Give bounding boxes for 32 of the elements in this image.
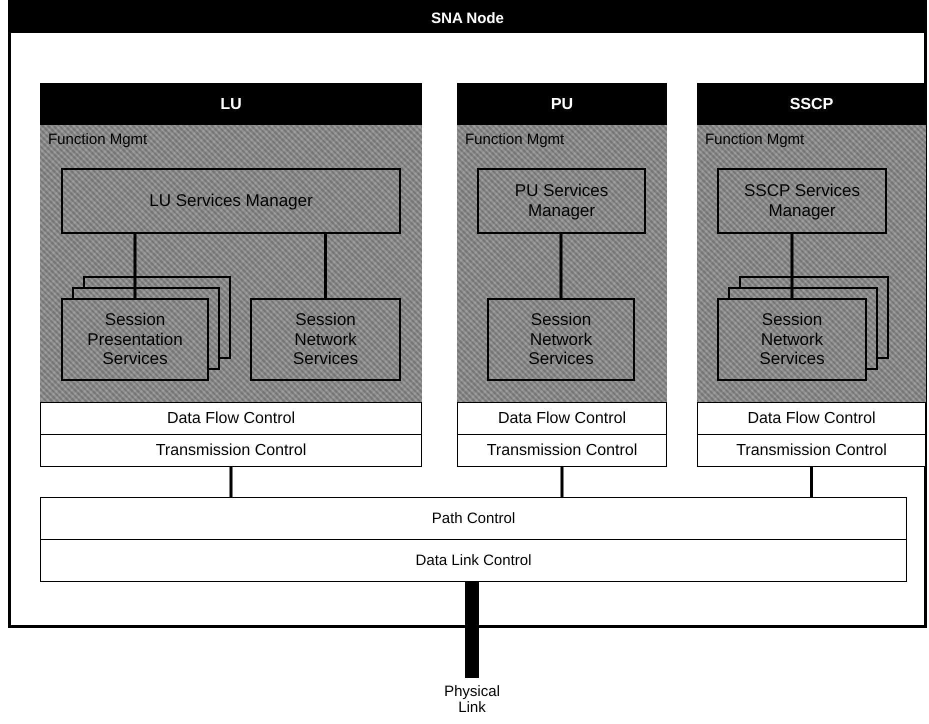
area-label: Function Mgmt xyxy=(48,131,148,148)
layer-box: Data Link Control xyxy=(40,539,907,582)
title-band: LU xyxy=(41,84,421,126)
service-box: Session Network Services xyxy=(717,298,867,381)
function-area xyxy=(457,125,667,402)
connector-line xyxy=(560,234,562,298)
service-box: LU Services Manager xyxy=(61,168,401,234)
function-area xyxy=(697,125,926,402)
link-line xyxy=(465,582,479,678)
connector-line xyxy=(134,234,136,298)
connector-line xyxy=(230,467,232,497)
service-box: SSCP Services Manager xyxy=(717,168,887,234)
connector-line xyxy=(810,467,813,497)
layer-column xyxy=(40,83,422,467)
layer-column xyxy=(697,83,926,467)
service-box: PU Services Manager xyxy=(477,168,646,234)
title-band: SSCP xyxy=(698,84,925,126)
function-area xyxy=(40,125,422,402)
connector-line xyxy=(790,234,794,298)
layer-box: Path Control xyxy=(40,497,907,540)
area-label: Function Mgmt xyxy=(705,131,804,148)
connector-line xyxy=(560,467,564,497)
title-band: SNA Node xyxy=(11,3,924,33)
connector-line xyxy=(324,234,327,298)
layer-column xyxy=(457,83,667,467)
service-box: Session Network Services xyxy=(487,298,635,381)
link-label: Physical Link xyxy=(437,678,507,722)
area-label: Function Mgmt xyxy=(465,131,564,148)
service-box: Session Network Services xyxy=(250,298,401,381)
title-band: PU xyxy=(458,84,666,126)
service-box: Session Presentation Services xyxy=(61,298,209,381)
node-frame xyxy=(8,0,927,628)
